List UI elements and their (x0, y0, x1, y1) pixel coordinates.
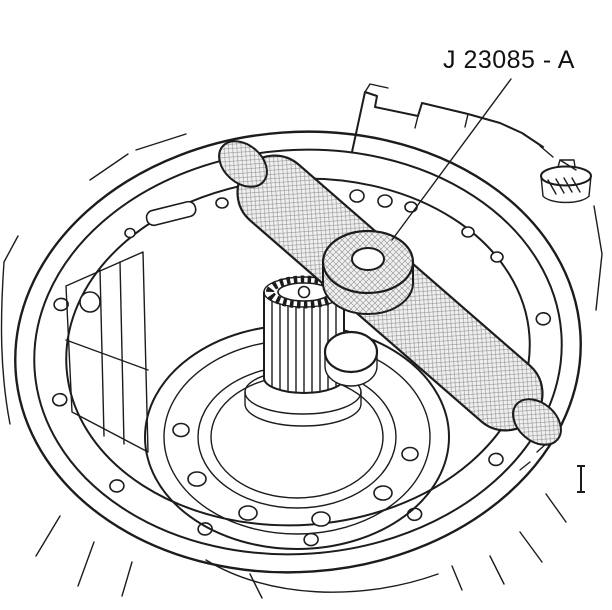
bolt-hole (490, 251, 504, 263)
bolt-hole (303, 532, 319, 547)
pump-bolt-hole (238, 505, 258, 521)
bolt-hole (109, 479, 125, 493)
alignment-tool (218, 140, 562, 446)
case-interior-ribs (65, 251, 149, 453)
pump-bolt-hole (172, 422, 190, 438)
tool-gauge-hub (321, 229, 415, 315)
callout: J 23085 - A (391, 46, 575, 241)
rim-slot (145, 200, 197, 227)
bell-housing-rim (14, 130, 582, 574)
tool-locating-boss (323, 330, 379, 387)
gauge-sight-hole (351, 247, 385, 271)
pump-bolt-hole (187, 471, 207, 487)
bolt-hole (406, 507, 423, 522)
rib-hole (79, 291, 101, 313)
bolt-hole (349, 189, 365, 203)
leader-line (391, 78, 512, 241)
bolt-hole (215, 197, 229, 209)
bolt-hole (197, 522, 213, 536)
bolt-hole (535, 312, 552, 326)
engine-block-outline (0, 83, 603, 599)
pump-bolt-hole (373, 485, 393, 501)
bolt-hole (461, 226, 475, 238)
bolt-hole (51, 392, 68, 407)
breather-plug (540, 159, 592, 204)
pump-bolt-hole (401, 446, 419, 462)
bolt-hole (53, 297, 69, 312)
shaft-center-bore (297, 285, 311, 299)
tool-bar-end-face (218, 140, 268, 188)
index-mark (577, 465, 585, 493)
pump-bolt-hole (311, 511, 331, 527)
bolt-hole (377, 194, 393, 208)
bolt-hole (124, 227, 136, 239)
bolt-hole (488, 452, 504, 467)
tool-bar-end-face (512, 398, 562, 446)
tool-label: J 23085 - A (443, 46, 575, 74)
bolt-hole (404, 201, 418, 213)
